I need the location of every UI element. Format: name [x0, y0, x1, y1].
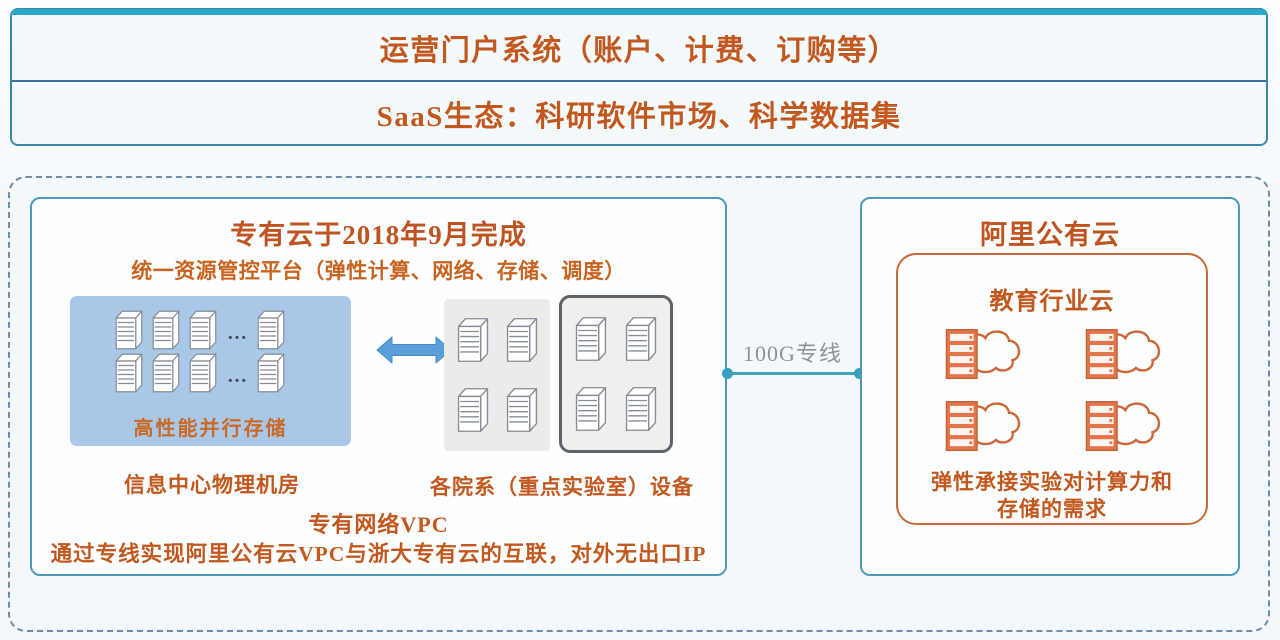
machine-room-label: 信息中心物理机房	[124, 473, 300, 497]
ellipsis-dots: …	[227, 322, 250, 344]
cloud-server-icon	[1085, 401, 1161, 452]
portal-system-label: 运营门户系统（账户、计费、订购等）	[379, 35, 899, 67]
elastic-demand-line2: 存储的需求	[997, 497, 1107, 522]
storage-server-row: …	[114, 346, 293, 400]
dedicated-line	[727, 372, 860, 375]
server-icon	[506, 318, 537, 362]
cloud-server-icon	[945, 401, 1021, 452]
storage-label: 高性能并行存储	[133, 418, 288, 440]
server-icon	[189, 310, 217, 350]
server-icon	[575, 317, 607, 361]
portal-system-row: 运营门户系统（账户、计费、订购等）	[12, 16, 1266, 82]
saas-ecosystem-row: SaaS生态：科研软件市场、科学数据集	[12, 84, 1266, 144]
server-icon	[506, 388, 537, 432]
private-cloud-title: 专有云于2018年9月完成	[230, 220, 527, 250]
education-cloud-box: 教育行业云	[896, 253, 1208, 525]
departments-label: 各院系（重点实验室）设备	[430, 475, 694, 499]
server-icon	[257, 353, 285, 393]
cloud-server-grid	[914, 319, 1194, 459]
education-cloud-title: 教育行业云	[989, 289, 1115, 315]
vpc-label: 专有网络VPC	[308, 512, 449, 537]
hybrid-cloud-zone	[8, 176, 1270, 632]
top-banner: 运营门户系统（账户、计费、订购等） SaaS生态：科研软件市场、科学数据集	[10, 8, 1268, 146]
server-icon	[625, 317, 657, 361]
server-icon	[189, 353, 217, 393]
server-icon	[152, 353, 180, 393]
storage-server-row: …	[114, 303, 293, 357]
server-group	[256, 346, 293, 400]
server-icon	[115, 353, 143, 393]
ellipsis-dots: …	[227, 365, 250, 387]
cloud-server-icon	[945, 329, 1021, 380]
server-grid	[562, 298, 670, 450]
server-icon	[457, 318, 488, 362]
server-icon	[575, 387, 607, 431]
server-grid	[444, 299, 550, 451]
server-icon	[115, 310, 143, 350]
link-endpoint-dot	[722, 368, 733, 379]
saas-ecosystem-label: SaaS生态：科研软件市场、科学数据集	[376, 101, 902, 133]
server-group	[114, 346, 225, 400]
interconnect-note: 通过专线实现阿里公有云VPC与浙大专有云的互联，对外无出口IP	[50, 542, 707, 566]
elastic-demand-note: 弹性承接实验对计算力和 存储的需求	[898, 469, 1206, 524]
cloud-server-icon	[1085, 329, 1161, 380]
parallel-storage-block: …	[70, 296, 351, 446]
double-arrow-icon	[376, 336, 452, 364]
key-lab-equipment-panel	[559, 295, 673, 453]
public-cloud-title: 阿里公有云	[980, 220, 1120, 250]
public-cloud-box: 阿里公有云 教育行业云	[860, 197, 1240, 576]
server-icon	[457, 388, 488, 432]
server-group	[114, 303, 225, 357]
dept-equipment-panel	[444, 299, 550, 451]
private-cloud-box: 专有云于2018年9月完成 统一资源管控平台（弹性计算、网络、存储、调度）	[30, 197, 727, 576]
server-icon	[257, 310, 285, 350]
link-label: 100G专线	[743, 341, 842, 366]
server-icon	[152, 310, 180, 350]
server-icon	[625, 387, 657, 431]
server-group	[256, 303, 293, 357]
link-endpoint-dot	[854, 368, 865, 379]
elastic-demand-line1: 弹性承接实验对计算力和	[931, 470, 1173, 494]
resource-platform-subtitle: 统一资源管控平台（弹性计算、网络、存储、调度）	[131, 259, 626, 283]
